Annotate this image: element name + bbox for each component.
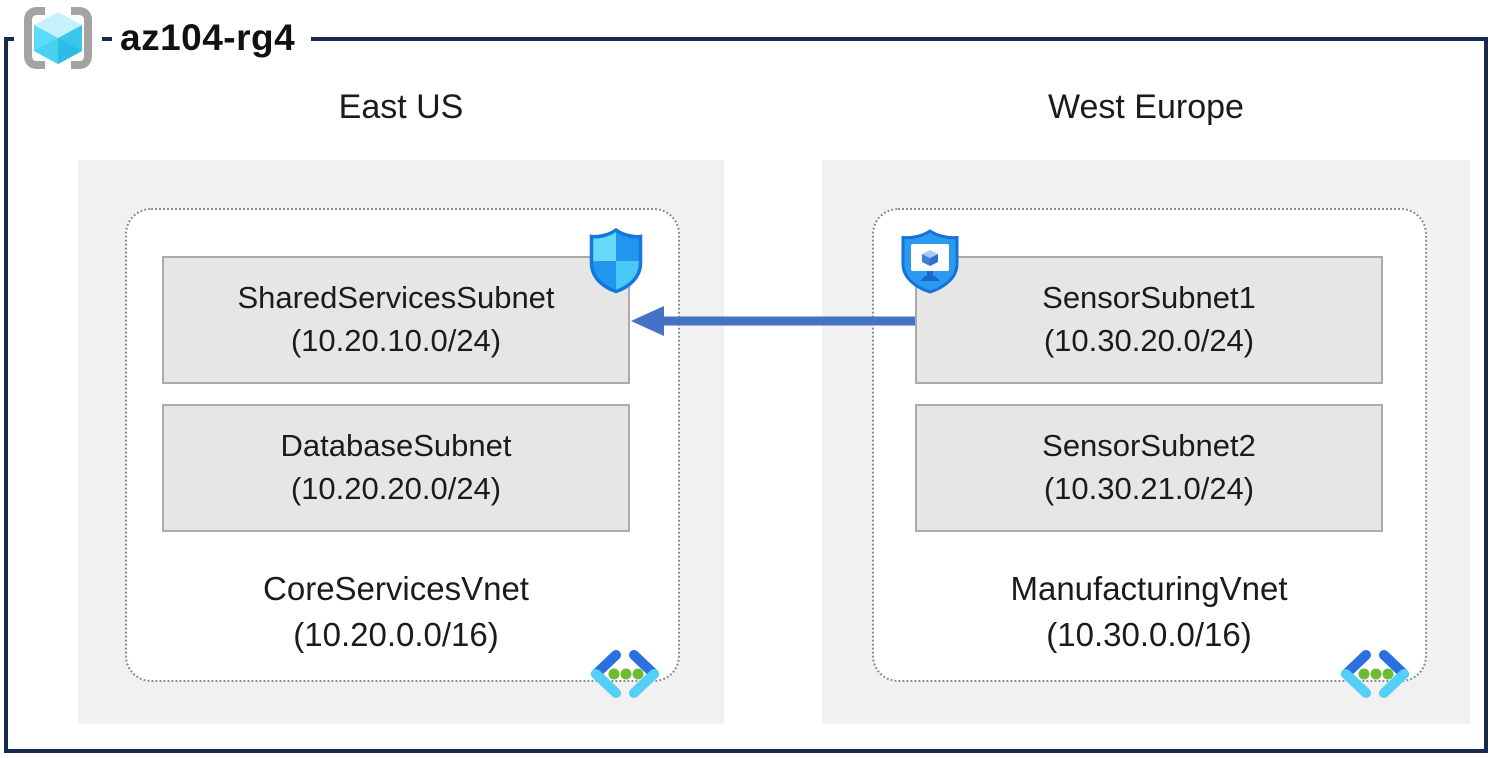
nsg-shield-icon	[586, 226, 646, 294]
resource-group-icon	[14, 2, 102, 74]
subnet-sensor2: SensorSubnet2 (10.30.21.0/24)	[915, 404, 1383, 532]
subnet-database: DatabaseSubnet (10.20.20.0/24)	[162, 404, 630, 532]
subnet-cidr: (10.20.10.0/24)	[290, 323, 502, 358]
resource-group-header: az104-rg4	[14, 2, 312, 74]
region-title-east-us: East US	[338, 88, 464, 126]
subnet-sharedservices: SharedServicesSubnet (10.20.10.0/24)	[162, 256, 630, 384]
vnet-label-manufacturing: ManufacturingVnet (10.30.0.0/16)	[915, 566, 1383, 658]
vnet-cidr: (10.30.0.0/16)	[1046, 616, 1252, 654]
region-title-west-europe: West Europe	[1048, 88, 1244, 126]
subnet-cidr: (10.30.21.0/24)	[1043, 471, 1255, 506]
subnet-name: DatabaseSubnet	[280, 428, 512, 464]
subnet-sensor1: SensorSubnet1 (10.30.20.0/24)	[915, 256, 1383, 384]
virtual-network-icon	[1338, 650, 1412, 698]
vnet-cidr: (10.20.0.0/16)	[293, 616, 499, 654]
vnet-label-coreservices: CoreServicesVnet (10.20.0.0/16)	[162, 566, 630, 658]
virtual-network-icon	[588, 650, 662, 698]
resource-group-title: az104-rg4	[112, 11, 312, 65]
subnet-name: SensorSubnet2	[1042, 428, 1256, 464]
peering-arrow	[628, 300, 920, 342]
subnet-name: SharedServicesSubnet	[237, 280, 555, 316]
vnet-name: ManufacturingVnet	[1010, 570, 1288, 607]
asg-shield-monitor-icon	[896, 228, 964, 294]
subnet-name: SensorSubnet1	[1042, 280, 1256, 316]
vnet-name: CoreServicesVnet	[263, 570, 529, 607]
subnet-cidr: (10.20.20.0/24)	[290, 471, 502, 506]
resource-group-frame	[4, 37, 1488, 753]
subnet-cidr: (10.30.20.0/24)	[1043, 323, 1255, 358]
